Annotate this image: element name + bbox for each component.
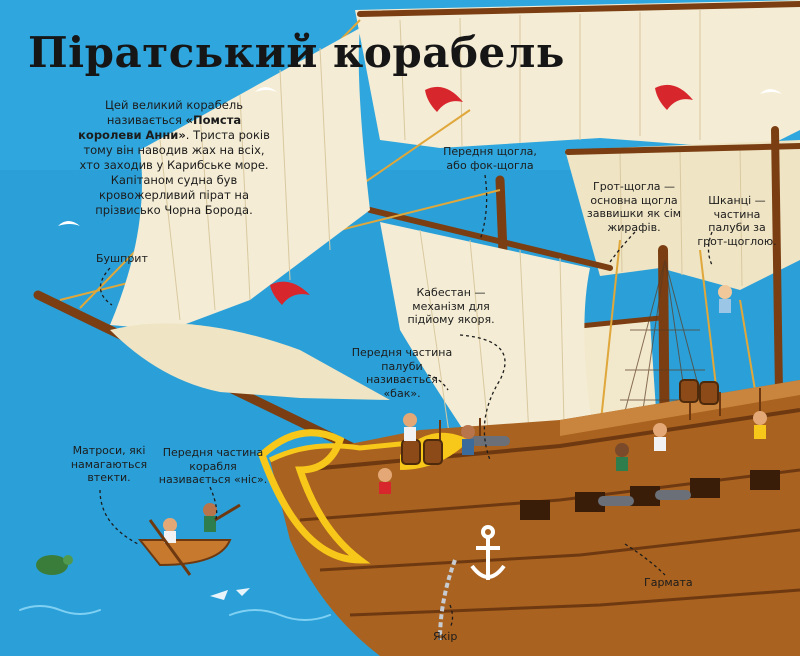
label-mainmast: Грот-щогла — основна щогла заввишки як с… (586, 180, 682, 234)
label-sailors: Матроси, які намагаються втекти. (70, 444, 148, 484)
turtle (36, 555, 73, 575)
gun-ports (470, 436, 780, 520)
shrouds (619, 259, 711, 431)
intro-text-end: . Триста років тому він наводив жах на в… (79, 128, 270, 217)
callout-pointers (99, 174, 713, 629)
pirate-crew (378, 285, 767, 494)
label-quarterdeck: Шканці — частина палуби за грот-щоглою. (697, 194, 777, 248)
page-title: Піратський корабель (28, 28, 565, 77)
label-capstan: Кабестан — механізм для підйому якоря. (407, 286, 495, 326)
label-anchor: Якір (433, 630, 458, 643)
label-forecastle: Передня частина палуби називається «бак»… (351, 346, 453, 400)
ship-name: «Помста королеви Анни» (78, 113, 242, 142)
intro-text-start: Цей великий корабель називається (105, 98, 243, 127)
rowboat (137, 503, 241, 576)
anchor (470, 525, 506, 580)
flying-fish (210, 588, 250, 600)
seagulls (58, 87, 782, 226)
label-foremast: Передня щогла, або фок-щогла (443, 145, 537, 172)
intro-paragraph: Цей великий корабель називається «Помста… (76, 98, 272, 218)
label-bowsprit: Бушприт (96, 252, 148, 265)
cannon-barrel (598, 496, 634, 506)
fore-sail (110, 28, 600, 470)
scarlet-ibis-birds (270, 84, 693, 305)
barrels (401, 379, 719, 465)
label-cannon: Гармата (644, 576, 693, 589)
label-bow: Передня частина корабля називається «ніс… (158, 446, 268, 486)
